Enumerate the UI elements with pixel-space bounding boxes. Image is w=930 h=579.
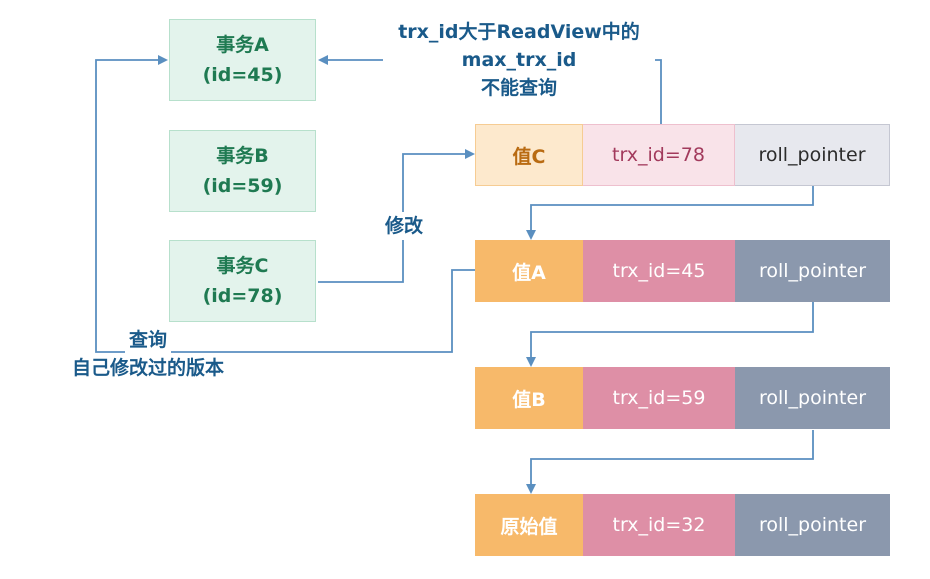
version-trx-id-cell: trx_id=45 — [583, 240, 735, 302]
transaction-a-name: 事务A — [216, 34, 269, 56]
transaction-c-name: 事务C — [216, 255, 269, 277]
transaction-b-name: 事务B — [216, 145, 269, 167]
arrow-rollptr-1 — [526, 186, 814, 240]
version-roll-pointer-cell: roll_pointer — [735, 494, 890, 556]
version-roll-pointer-cell: roll_pointer — [735, 367, 890, 429]
query-own-label: 查询 自己修改过的版本 — [50, 326, 246, 382]
transaction-c-id: (id=78) — [202, 285, 283, 307]
query-line1: 查询 — [124, 326, 171, 354]
transaction-a-id: (id=45) — [202, 64, 283, 86]
arrow-rollptr-3 — [526, 430, 814, 494]
arrow-query-own — [95, 55, 475, 353]
not-visible-label: trx_id大于ReadView中的 max_trx_id 不能查询 — [383, 18, 655, 102]
transaction-b-box: 事务B (id=59) — [169, 130, 316, 212]
transaction-b-id: (id=59) — [202, 175, 283, 197]
transaction-a-box: 事务A (id=45) — [169, 19, 316, 101]
not-visible-line3: 不能查询 — [480, 77, 557, 99]
version-value-cell: 值C — [475, 124, 583, 186]
transaction-c-box: 事务C (id=78) — [169, 240, 316, 322]
version-trx-id-cell: trx_id=78 — [583, 124, 735, 186]
version-roll-pointer-cell: roll_pointer — [735, 124, 890, 186]
version-roll-pointer-cell: roll_pointer — [735, 240, 890, 302]
not-visible-line2: max_trx_id — [461, 49, 577, 71]
arrow-rollptr-2 — [526, 302, 814, 367]
version-trx-id-cell: trx_id=59 — [583, 367, 735, 429]
query-line2: 自己修改过的版本 — [71, 357, 224, 379]
version-trx-id-cell: trx_id=32 — [583, 494, 735, 556]
version-value-cell: 原始值 — [475, 494, 583, 556]
version-value-cell: 值A — [475, 240, 583, 302]
version-value-cell: 值B — [475, 367, 583, 429]
not-visible-line1: trx_id大于ReadView中的 — [398, 21, 640, 43]
modify-label: 修改 — [378, 212, 430, 240]
